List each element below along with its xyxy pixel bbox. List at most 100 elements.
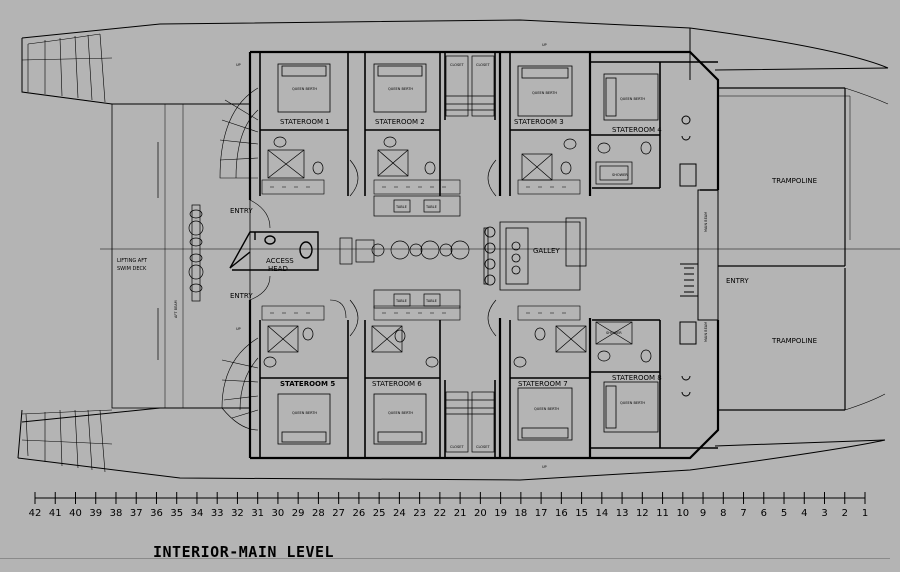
- ruler-label: 14: [595, 508, 608, 519]
- trampolines: [718, 87, 889, 411]
- heads: [263, 136, 652, 368]
- svg-text:CLOSET: CLOSET: [450, 63, 464, 67]
- ruler-label: 12: [636, 508, 649, 519]
- ruler-label: 33: [211, 508, 224, 519]
- ruler-label: 17: [535, 508, 548, 519]
- ruler-label: 15: [575, 508, 588, 519]
- svg-text:STATEROOM 7: STATEROOM 7: [518, 380, 568, 388]
- ruler-label: 31: [251, 508, 264, 519]
- ruler-label: 36: [150, 508, 163, 519]
- svg-text:MAIN BEAM: MAIN BEAM: [704, 212, 708, 232]
- svg-text:ACCESS: ACCESS: [266, 257, 294, 265]
- ruler-label: 20: [474, 508, 487, 519]
- ruler-label: 42: [29, 508, 42, 519]
- room-partitions: [259, 52, 718, 458]
- ruler-label: 5: [781, 508, 787, 519]
- svg-text:STATEROOM 1: STATEROOM 1: [280, 118, 330, 126]
- svg-text:TRAMPOLINE: TRAMPOLINE: [771, 177, 817, 185]
- svg-text:SHOWER: SHOWER: [612, 173, 628, 177]
- ruler-label: 30: [272, 508, 285, 519]
- ruler-label: 39: [89, 508, 102, 519]
- svg-text:STATEROOM 5: STATEROOM 5: [280, 380, 335, 388]
- ruler-label: 8: [720, 508, 726, 519]
- aft-steps-bottom: [21, 409, 113, 473]
- ruler-label: 3: [821, 508, 827, 519]
- ruler-label: 6: [761, 508, 767, 519]
- aft-steps-top: [21, 33, 113, 105]
- svg-text:STATEROOM 4: STATEROOM 4: [612, 126, 662, 134]
- ruler-label: 10: [676, 508, 689, 519]
- svg-text:ENTRY: ENTRY: [230, 207, 253, 215]
- svg-text:TRAMPOLINE: TRAMPOLINE: [771, 337, 817, 345]
- ruler-label: 26: [353, 508, 366, 519]
- ruler-label: 4: [801, 508, 807, 519]
- main-beam: [679, 115, 719, 397]
- svg-text:QUEEN BERTH: QUEEN BERTH: [292, 411, 317, 415]
- svg-text:QUEEN BERTH: QUEEN BERTH: [388, 411, 413, 415]
- plan-title: INTERIOR-MAIN LEVEL: [153, 543, 335, 561]
- ruler-label: 11: [656, 508, 669, 519]
- aft-beam-hardware: [157, 142, 204, 360]
- access-head: [229, 231, 319, 271]
- head-labels: SHOWER SHOWER: [606, 173, 628, 335]
- svg-text:TABLE: TABLE: [425, 299, 437, 303]
- ruler-label: 38: [110, 508, 123, 519]
- svg-text:QUEEN BERTH: QUEEN BERTH: [620, 97, 645, 101]
- room-labels: STATEROOM 1 STATEROOM 2 STATEROOM 3 STAT…: [280, 118, 662, 388]
- ruler-label: 7: [740, 508, 746, 519]
- svg-text:QUEEN BERTH: QUEEN BERTH: [532, 91, 557, 95]
- ruler-label: 9: [700, 508, 706, 519]
- svg-text:STATEROOM 3: STATEROOM 3: [514, 118, 564, 126]
- svg-text:CLOSET: CLOSET: [476, 445, 490, 449]
- svg-text:UP: UP: [542, 465, 547, 469]
- ruler-label: 1: [862, 508, 868, 519]
- svg-text:AFT BEAM: AFT BEAM: [174, 300, 178, 318]
- closet-labels: CLOSET CLOSET CLOSET CLOSET: [450, 63, 490, 449]
- ruler-label: 24: [393, 508, 406, 519]
- ruler-label: 18: [514, 508, 527, 519]
- svg-text:UP: UP: [542, 43, 547, 47]
- svg-text:LIFTING AFT: LIFTING AFT: [117, 258, 148, 264]
- ruler-label: 19: [494, 508, 507, 519]
- ruler-label: 28: [312, 508, 325, 519]
- ruler-label: 21: [454, 508, 467, 519]
- ruler-label: 34: [191, 508, 204, 519]
- berths: [277, 63, 659, 445]
- ruler-label: 27: [332, 508, 345, 519]
- svg-text:GALLEY: GALLEY: [533, 247, 560, 255]
- svg-text:ENTRY: ENTRY: [726, 277, 749, 285]
- svg-text:HEAD: HEAD: [268, 265, 288, 273]
- ruler-label: 22: [434, 508, 447, 519]
- ruler-label: 23: [413, 508, 426, 519]
- ruler-label: 25: [373, 508, 386, 519]
- ruler-label: 32: [231, 508, 244, 519]
- svg-text:ENTRY: ENTRY: [230, 292, 253, 300]
- svg-text:STATEROOM 6: STATEROOM 6: [372, 380, 422, 388]
- ruler-label: 35: [170, 508, 183, 519]
- galley: [483, 217, 587, 291]
- svg-text:STATEROOM 8: STATEROOM 8: [612, 374, 662, 382]
- svg-text:TABLE: TABLE: [395, 205, 407, 209]
- svg-text:QUEEN BERTH: QUEEN BERTH: [620, 401, 645, 405]
- svg-text:QUEEN BERTH: QUEEN BERTH: [534, 407, 559, 411]
- svg-text:CLOSET: CLOSET: [450, 445, 464, 449]
- svg-text:SWIM DECK: SWIM DECK: [117, 266, 147, 272]
- ruler-label: 29: [292, 508, 305, 519]
- space-labels: GALLEY ACCESS HEAD ENTRY ENTRY ENTRY TRA…: [117, 43, 817, 469]
- dining-tables: [339, 195, 470, 309]
- ruler-label: 41: [49, 508, 62, 519]
- spiral-stairs: [219, 87, 259, 431]
- svg-text:TABLE: TABLE: [425, 205, 437, 209]
- table-labels: TABLE TABLE TABLE TABLE: [395, 205, 437, 303]
- svg-text:CLOSET: CLOSET: [476, 63, 490, 67]
- svg-text:UP: UP: [236, 327, 241, 331]
- swim-deck: [111, 103, 251, 409]
- closets: [445, 55, 495, 453]
- svg-text:STATEROOM 2: STATEROOM 2: [375, 118, 425, 126]
- storage-racks: [261, 179, 581, 321]
- berth-labels: QUEEN BERTH QUEEN BERTH QUEEN BERTH QUEE…: [292, 87, 645, 415]
- door-swings: [249, 159, 497, 337]
- ruler-label: 16: [555, 508, 568, 519]
